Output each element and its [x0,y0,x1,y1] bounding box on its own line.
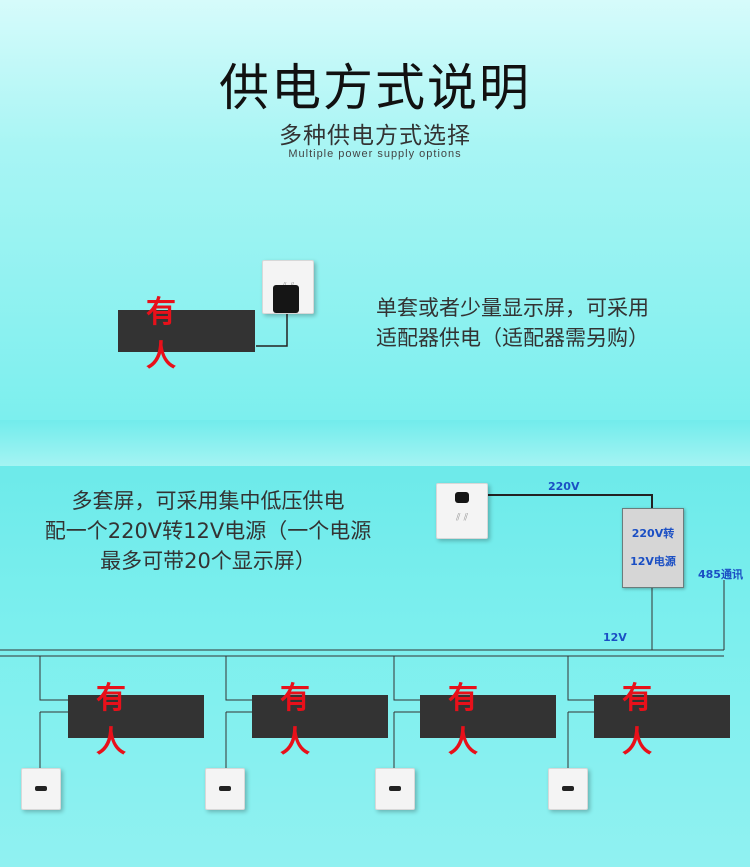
led-sign-display: 有 人 [68,681,204,760]
led-sign-display: 有 人 [118,295,255,374]
power-adapter-icon [273,285,299,313]
description-line: 适配器供电（适配器需另购） [376,326,649,350]
led-sign-display: 有 人 [420,681,556,760]
centralized-supply-description: 多套屏，可采用集中低压供电 配一个220V转12V电源（一个电源 最多可带20个… [12,486,404,576]
label-485: 485通讯 [698,568,743,581]
plug-icon [455,492,469,503]
connector-icon [35,786,47,791]
led-sign-display: 有 人 [594,681,730,760]
power-supply-unit: 220V转 12V电源 [622,508,684,588]
wall-outlet: ⫽ ⫽ [262,260,314,314]
led-sign-display: 有 人 [252,681,388,760]
junction-box [21,768,61,810]
label-12v: 12V [603,631,627,644]
wall-outlet-220v: ⫽ ⫽ [436,483,488,539]
description-line: 最多可带20个显示屏） [100,549,316,573]
connector-icon [219,786,231,791]
junction-box [205,768,245,810]
junction-box [548,768,588,810]
psu-label-line2: 12V电源 [630,555,676,568]
page-subtitle-english: Multiple power supply options [288,148,462,160]
connector-icon [562,786,574,791]
junction-box [375,768,415,810]
section-divider-band [0,420,750,468]
single-supply-description: 单套或者少量显示屏，可采用 适配器供电（适配器需另购） [376,293,649,353]
description-line: 配一个220V转12V电源（一个电源 [44,519,372,543]
outlet-holes-icon: ⫽ ⫽ [455,512,469,524]
psu-label-line1: 220V转 [631,527,675,540]
page-title: 供电方式说明 [219,59,531,117]
description-line: 单套或者少量显示屏，可采用 [376,296,649,320]
page-subtitle: 多种供电方式选择 [279,123,471,149]
connector-icon [389,786,401,791]
description-line: 多套屏，可采用集中低压供电 [71,489,345,513]
label-220v: 220V [548,480,580,493]
